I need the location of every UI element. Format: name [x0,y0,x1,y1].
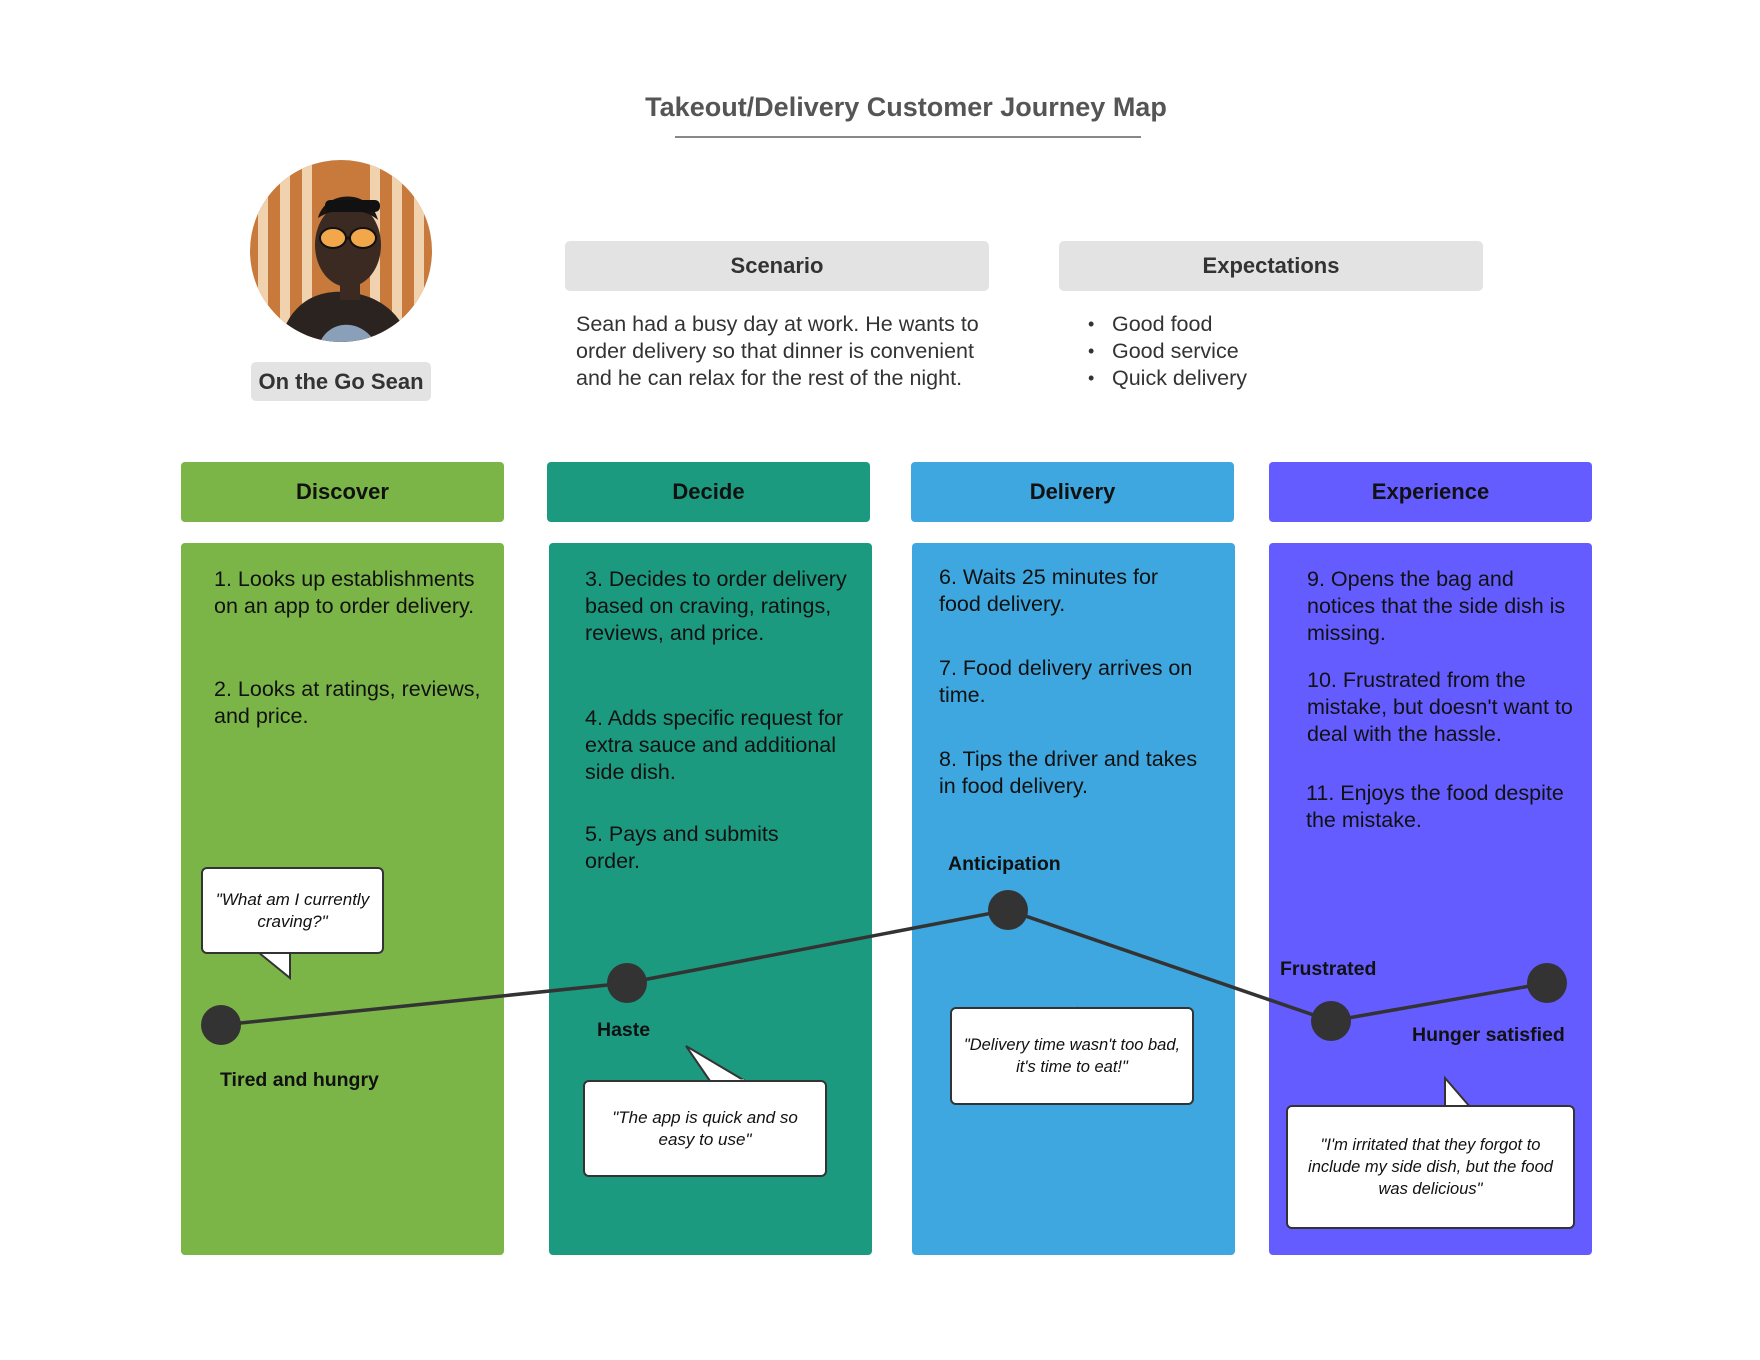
expectations-list: Good food Good service Quick delivery [1076,311,1247,392]
emotion-label-3: Anticipation [948,853,1061,875]
step-1: 1. Looks up establishments on an app to … [214,567,475,618]
stage-header-delivery: Delivery [911,462,1234,522]
step-11: 11. Enjoys the food despite the mistake. [1306,781,1564,832]
emotion-point-5 [1527,963,1567,1003]
step-6: 6. Waits 25 minutes for food delivery. [939,565,1159,616]
step-9: 9. Opens the bag and notices that the si… [1307,567,1566,645]
stage-header-decide: Decide [547,462,870,522]
step-8: 8. Tips the driver and takes in food del… [939,747,1198,798]
expectations-heading: Expectations [1059,241,1483,291]
persona-name: On the Go Sean [251,362,431,401]
step-7: 7. Food delivery arrives on time. [939,656,1193,707]
expectation-item: Good food [1076,311,1247,338]
persona-avatar [250,160,432,342]
title-divider [675,136,1141,138]
step-10: 10. Frustrated from the mistake, but doe… [1307,668,1573,746]
bubble-tail-2 [685,1045,749,1082]
stage-header-discover: Discover [181,462,504,522]
step-2: 2. Looks at ratings, reviews, and price. [214,677,481,728]
expectation-item: Good service [1076,338,1247,365]
persona-photo [250,160,432,342]
quote-bubble-2: "The app is quick and so easy to use" [583,1080,827,1177]
expectation-item: Quick delivery [1076,365,1247,392]
quote-bubble-3: "Delivery time wasn't too bad, it's time… [950,1007,1194,1105]
step-4: 4. Adds specific request for extra sauce… [585,706,844,784]
emotion-point-2 [607,963,647,1003]
scenario-text: Sean had a busy day at work. He wants to… [576,312,979,390]
emotion-point-3 [988,890,1028,930]
emotion-label-1: Tired and hungry [220,1069,379,1091]
emotion-point-1 [201,1005,241,1045]
step-3: 3. Decides to order delivery based on cr… [585,567,847,645]
scenario-heading: Scenario [565,241,989,291]
quote-bubble-1: "What am I currently craving?" [201,867,384,954]
bubble-tail-1 [255,951,291,981]
page-title: Takeout/Delivery Customer Journey Map [645,92,1167,122]
emotion-point-4 [1311,1001,1351,1041]
emotion-label-4: Frustrated [1280,958,1377,980]
stage-column-delivery [912,543,1235,1255]
emotion-label-5: Hunger satisfied [1412,1024,1565,1046]
emotion-label-2: Haste [597,1019,651,1041]
stage-header-experience: Experience [1269,462,1592,522]
quote-bubble-4: "I'm irritated that they forgot to inclu… [1286,1105,1575,1229]
step-5: 5. Pays and submits order. [585,822,779,873]
